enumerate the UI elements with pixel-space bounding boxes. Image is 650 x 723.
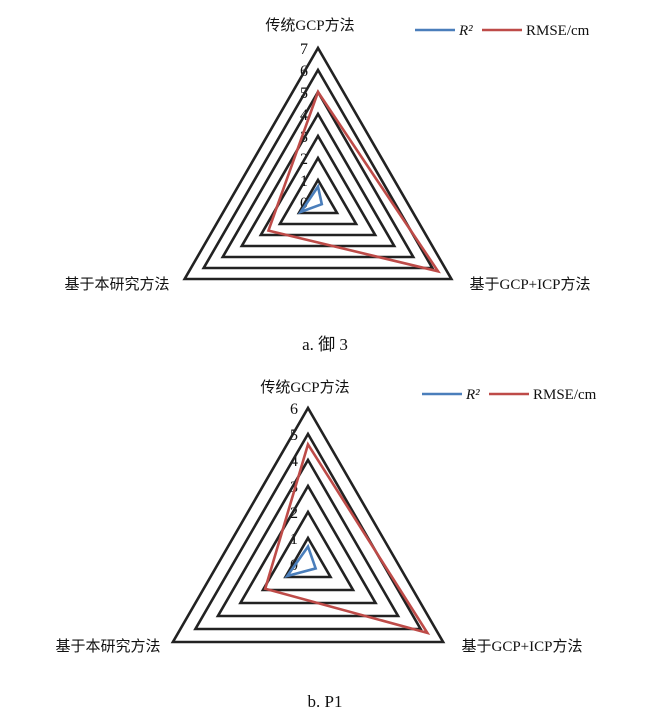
legend-label: RMSE/cm xyxy=(526,23,590,39)
grid-ring xyxy=(238,483,378,605)
grid-ring xyxy=(239,111,397,248)
legend-label: R² xyxy=(465,387,480,403)
tick-label: 7 xyxy=(300,41,308,58)
grid-ring xyxy=(258,133,378,237)
grid-ring xyxy=(296,177,340,215)
tick-label: 1 xyxy=(290,531,298,548)
axis-label: 基于GCP+ICP方法 xyxy=(462,638,583,655)
grid-ring xyxy=(283,535,333,579)
axis-label: 基于本研究方法 xyxy=(55,638,160,655)
tick-label: 4 xyxy=(290,453,298,470)
grid-ring xyxy=(260,509,356,592)
axis-label: 传统GCP方法 xyxy=(260,379,349,396)
legend-label: R² xyxy=(458,23,473,39)
legend-label: RMSE/cm xyxy=(533,387,597,403)
axis-label: 基于GCP+ICP方法 xyxy=(470,276,591,293)
series-rmse xyxy=(266,89,441,274)
grid-ring xyxy=(182,45,454,281)
grid-ring xyxy=(215,457,401,618)
series-rmse xyxy=(263,441,431,636)
tick-label: 2 xyxy=(290,505,298,522)
caption-b: b. P1 xyxy=(307,692,343,711)
axis-label: 传统GCP方法 xyxy=(265,17,354,34)
grid-ring xyxy=(277,155,359,226)
tick-label: 5 xyxy=(290,427,298,444)
grid-ring xyxy=(170,405,446,644)
tick-label: 6 xyxy=(290,401,298,418)
series-r2 xyxy=(297,183,324,215)
grid-ring xyxy=(220,89,416,259)
axis-label: 基于本研究方法 xyxy=(64,276,169,293)
grid-ring xyxy=(201,67,435,270)
series-r2 xyxy=(284,543,318,579)
caption-a: a. 御 3 xyxy=(302,335,348,354)
